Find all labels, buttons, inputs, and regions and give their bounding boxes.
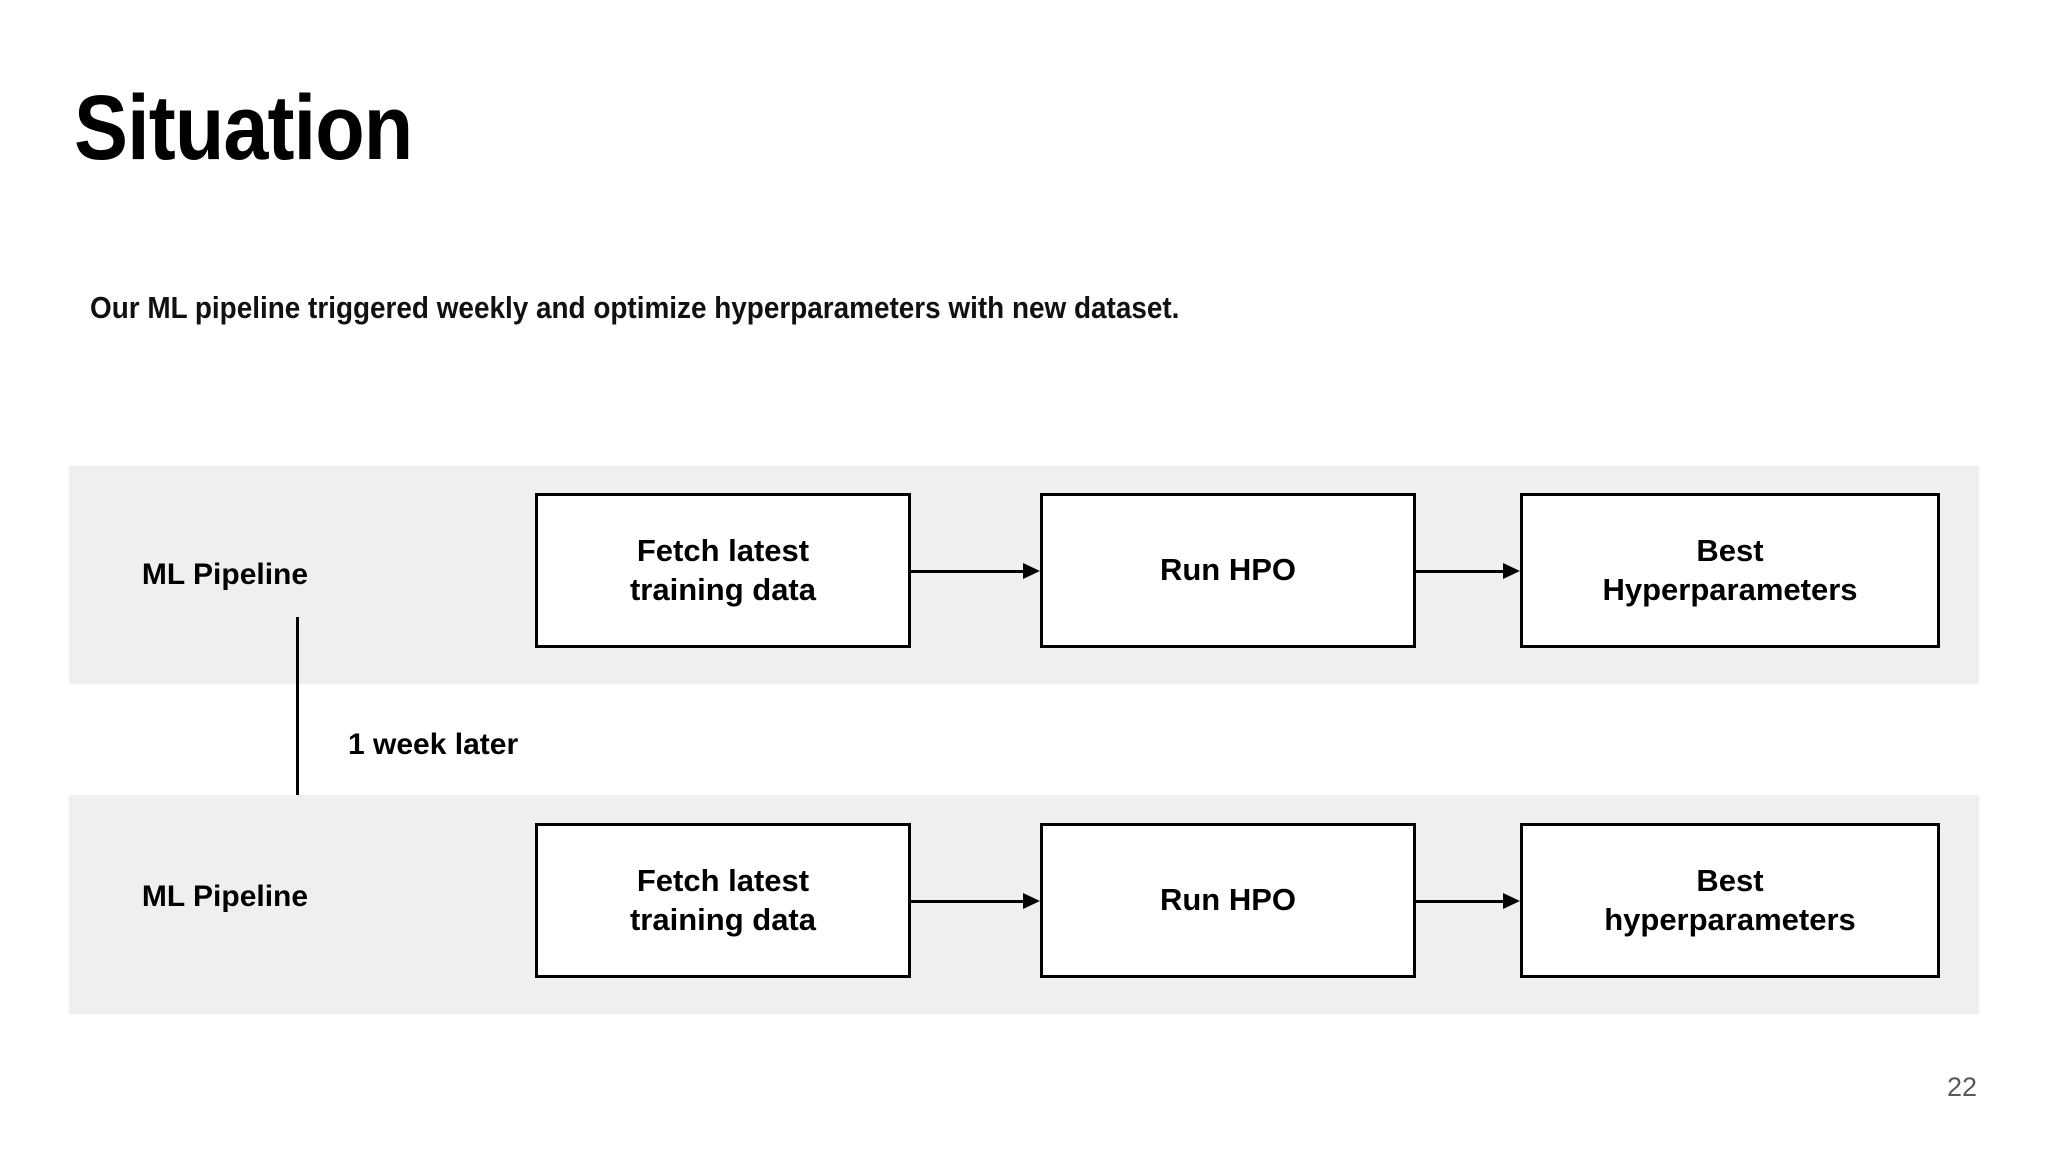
transition-label-one-week-later: 1 week later (348, 728, 519, 761)
arrow-shaft (911, 900, 1026, 903)
arrow-shaft (911, 570, 1026, 573)
arrow-hpo-to-best-row2 (1416, 891, 1520, 911)
arrow-head-icon (1023, 893, 1040, 909)
process-box-fetch-data-row2[interactable]: Fetch latest training data (535, 823, 911, 978)
process-box-line1: Run HPO (1159, 882, 1297, 918)
pipeline-row-label-1: ML Pipeline (141, 558, 309, 591)
process-box-line1: Fetch latest (636, 532, 810, 568)
arrow-head-icon (1503, 893, 1520, 909)
process-box-fetch-data-row1[interactable]: Fetch latest training data (535, 493, 911, 648)
arrow-shaft (296, 617, 299, 853)
process-box-line2: training data (629, 571, 816, 607)
page-number: 22 (1947, 1072, 1978, 1102)
arrow-head-icon (1503, 563, 1520, 579)
process-box-line1: Run HPO (1159, 552, 1297, 588)
arrow-fetch-to-hpo-row2 (911, 891, 1040, 911)
page-title: Situation (74, 77, 413, 179)
process-box-line2: training data (629, 901, 816, 937)
process-box-line1: Fetch latest (636, 862, 810, 898)
process-box-best-hyperparameters-row2[interactable]: Best hyperparameters (1520, 823, 1940, 978)
arrow-shaft (1416, 900, 1506, 903)
pipeline-row-label-2: ML Pipeline (141, 880, 309, 913)
process-box-run-hpo-row2[interactable]: Run HPO (1040, 823, 1416, 978)
process-box-run-hpo-row1[interactable]: Run HPO (1040, 493, 1416, 648)
process-box-line1: Best (1696, 862, 1764, 898)
process-box-best-hyperparameters-row1[interactable]: Best Hyperparameters (1520, 493, 1940, 648)
arrow-hpo-to-best-row1 (1416, 561, 1520, 581)
arrow-fetch-to-hpo-row1 (911, 561, 1040, 581)
process-box-line2: Hyperparameters (1602, 571, 1858, 607)
arrow-head-icon (1023, 563, 1040, 579)
slide-subtitle: Our ML pipeline triggered weekly and opt… (90, 290, 1180, 325)
arrow-shaft (1416, 570, 1506, 573)
process-box-line2: hyperparameters (1604, 901, 1856, 937)
process-box-line1: Best (1696, 532, 1764, 568)
